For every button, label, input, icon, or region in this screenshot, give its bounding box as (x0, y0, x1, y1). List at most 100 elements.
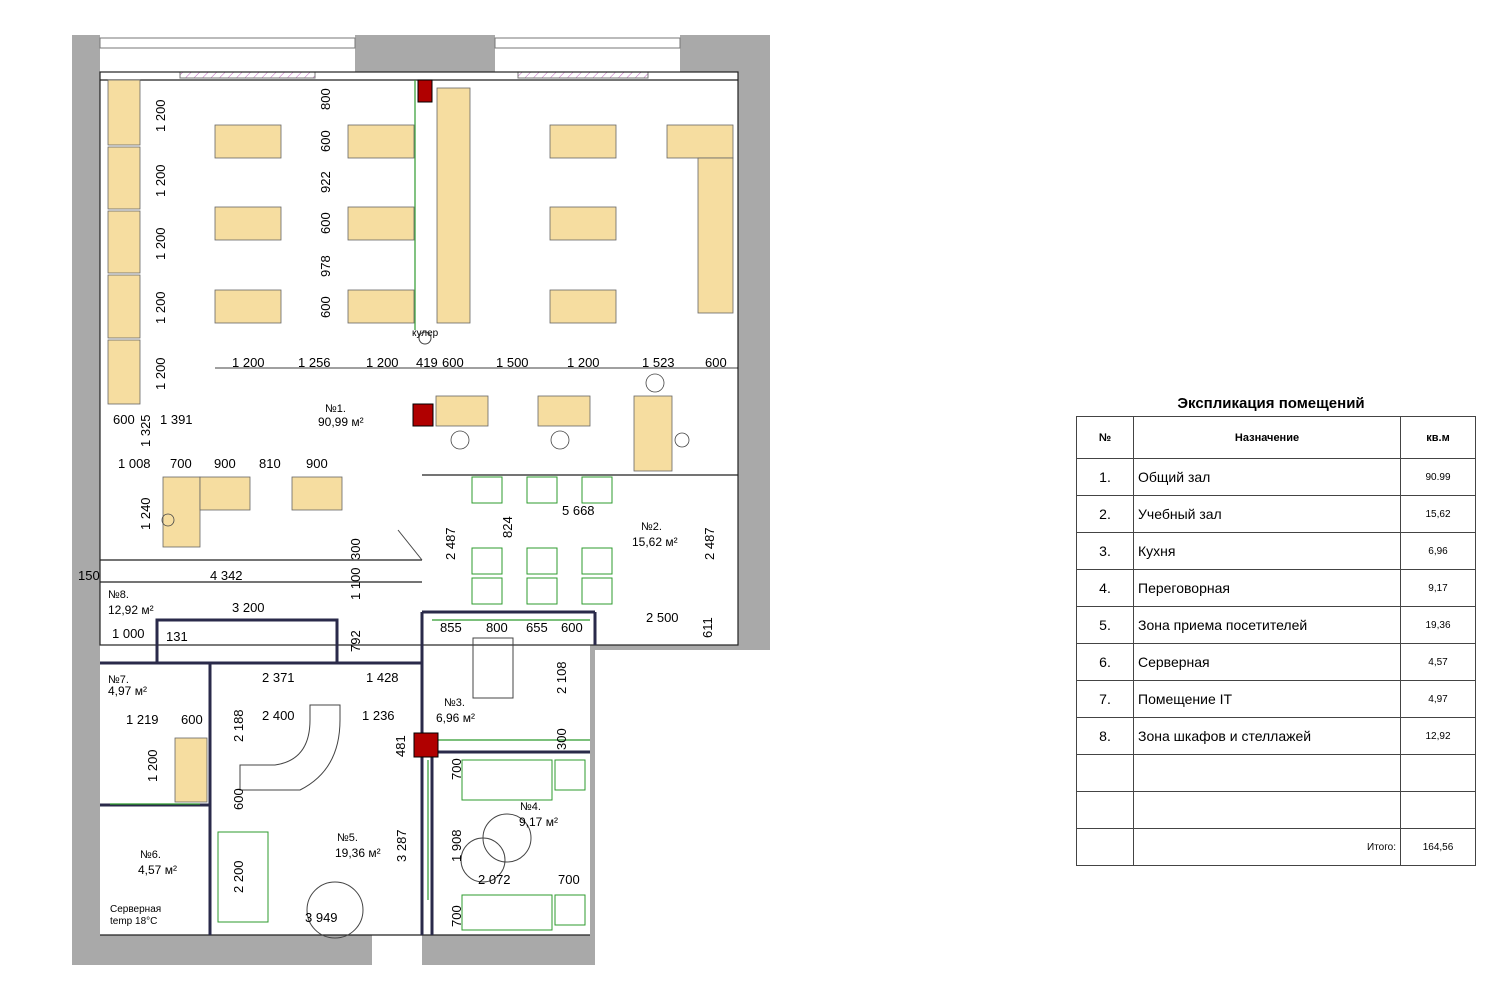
room-2-area: 15,62 м² (632, 535, 678, 549)
dim-mid-3: 600 (318, 212, 333, 234)
svg-text:824: 824 (500, 516, 515, 538)
columns (412, 79, 439, 758)
dim-left-0: 1 200 (153, 99, 168, 132)
table-row: 5. Зона приема посетителей 19,36 (1076, 606, 1476, 644)
table-row-empty (1076, 791, 1476, 829)
svg-text:3 287: 3 287 (394, 829, 409, 862)
dim-mid-row-1: 1 391 (160, 412, 193, 427)
explication-panel: Экспликация помещений № Назначение кв.м … (1076, 392, 1476, 866)
dim-top-8: 600 (705, 355, 727, 370)
dimension-col-mid: 800 600 922 600 978 600 (318, 88, 333, 318)
explication-title: Экспликация помещений (1177, 395, 1365, 412)
svg-text:2 487: 2 487 (702, 527, 717, 560)
dim-left-3: 1 200 (153, 291, 168, 324)
svg-text:855: 855 (440, 620, 462, 635)
table-row: 8. Зона шкафов и стеллажей 12,92 (1076, 717, 1476, 755)
room-3-id: №3. (444, 697, 465, 709)
server-note-line1: Серверная (110, 904, 161, 915)
svg-text:2 400: 2 400 (262, 708, 295, 723)
dim-meet-4: 900 (306, 456, 328, 471)
reception-desk (239, 704, 341, 791)
room-5-area: 19,36 м² (335, 846, 381, 860)
dim-mid-5: 600 (318, 296, 333, 318)
dim-left-1: 1 200 (153, 164, 168, 197)
door-swing (397, 529, 423, 561)
svg-text:1 000: 1 000 (112, 626, 145, 641)
dimension-misc: 600 1 391 1 008 700 900 810 900 1 325 1 … (78, 412, 717, 927)
svg-text:2 371: 2 371 (262, 670, 295, 685)
room-3-area: 6,96 м² (436, 711, 475, 725)
svg-text:655: 655 (526, 620, 548, 635)
dim-top-0: 1 200 (232, 355, 265, 370)
room-6-id: №6. (140, 849, 161, 861)
table-row: 1. Общий зал 90.99 (1076, 458, 1476, 496)
svg-text:131: 131 (166, 629, 188, 644)
room-5-id: №5. (337, 832, 358, 844)
green-furniture (217, 476, 613, 931)
dim-left-2: 1 200 (153, 227, 168, 260)
svg-text:2 188: 2 188 (231, 709, 246, 742)
explication-table: № Назначение кв.м 1. Общий зал 90.99 2. … (1076, 416, 1476, 866)
svg-text:1 428: 1 428 (366, 670, 399, 685)
svg-text:3 949: 3 949 (305, 910, 338, 925)
svg-text:4 342: 4 342 (210, 568, 243, 583)
svg-text:792: 792 (348, 630, 363, 652)
svg-text:611: 611 (700, 617, 715, 638)
dim-top-1: 1 256 (298, 355, 331, 370)
desks (107, 79, 734, 803)
dimension-col-left: 1 200 1 200 1 200 1 200 1 200 (153, 99, 168, 390)
table-row: 4. Переговорная 9,17 (1076, 569, 1476, 607)
svg-text:150: 150 (78, 568, 100, 583)
dim-left-4: 1 200 (153, 357, 168, 390)
svg-text:700: 700 (449, 758, 464, 780)
svg-text:300: 300 (554, 728, 569, 750)
svg-text:5 668: 5 668 (562, 503, 595, 518)
svg-text:700: 700 (449, 905, 464, 927)
svg-text:1 100: 1 100 (348, 567, 363, 600)
svg-text:1 325: 1 325 (138, 414, 153, 447)
chairs (161, 373, 690, 527)
round-table-3 (460, 837, 506, 883)
total-value: 164,56 (1400, 828, 1476, 866)
table-header-row: № Назначение кв.м (1076, 416, 1476, 459)
dim-meet-0: 1 008 (118, 456, 151, 471)
svg-text:1 240: 1 240 (138, 497, 153, 530)
total-label: Итого: (1133, 828, 1401, 866)
dim-mid-4: 978 (318, 255, 333, 277)
svg-text:300: 300 (348, 538, 363, 560)
dim-top-3: 419 (416, 355, 438, 370)
room-8-area: 12,92 м² (108, 603, 154, 617)
svg-text:1 236: 1 236 (362, 708, 395, 723)
dim-mid-row-0: 600 (113, 412, 135, 427)
room-1-area: 90,99 м² (318, 415, 364, 429)
cooler-label: кулер (412, 328, 439, 339)
svg-text:600: 600 (561, 620, 583, 635)
room-7-area: 4,97 м² (108, 684, 147, 698)
svg-text:481: 481 (393, 735, 408, 757)
header-area: кв.м (1400, 416, 1476, 459)
partitions (100, 610, 597, 935)
svg-text:2 487: 2 487 (443, 527, 458, 560)
room-8-id: №8. (108, 589, 129, 601)
svg-text:1 200: 1 200 (145, 749, 160, 782)
room-6-area: 4,57 м² (138, 863, 177, 877)
dimension-row-top: 1 200 1 256 1 200 419 600 1 500 1 200 1 … (215, 355, 738, 370)
svg-text:700: 700 (558, 872, 580, 887)
table-row: 2. Учебный зал 15,62 (1076, 495, 1476, 533)
dim-mid-0: 800 (318, 88, 333, 110)
table-total-row: Итого: 164,56 (1076, 828, 1476, 866)
room-1-id: №1. (325, 403, 346, 415)
outer-walls (72, 35, 770, 965)
svg-text:3 200: 3 200 (232, 600, 265, 615)
table-row: 7. Помещение IT 4,97 (1076, 680, 1476, 718)
dim-top-7: 1 523 (642, 355, 675, 370)
svg-text:2 072: 2 072 (478, 872, 511, 887)
room-2-id: №2. (641, 521, 662, 533)
room-labels: №1. 90,99 м² №2. 15,62 м² №3. 6,96 м² №4… (108, 328, 678, 927)
svg-text:2 500: 2 500 (646, 610, 679, 625)
dim-top-4: 600 (442, 355, 464, 370)
dim-mid-1: 600 (318, 130, 333, 152)
round-table (306, 881, 364, 939)
svg-text:800: 800 (486, 620, 508, 635)
